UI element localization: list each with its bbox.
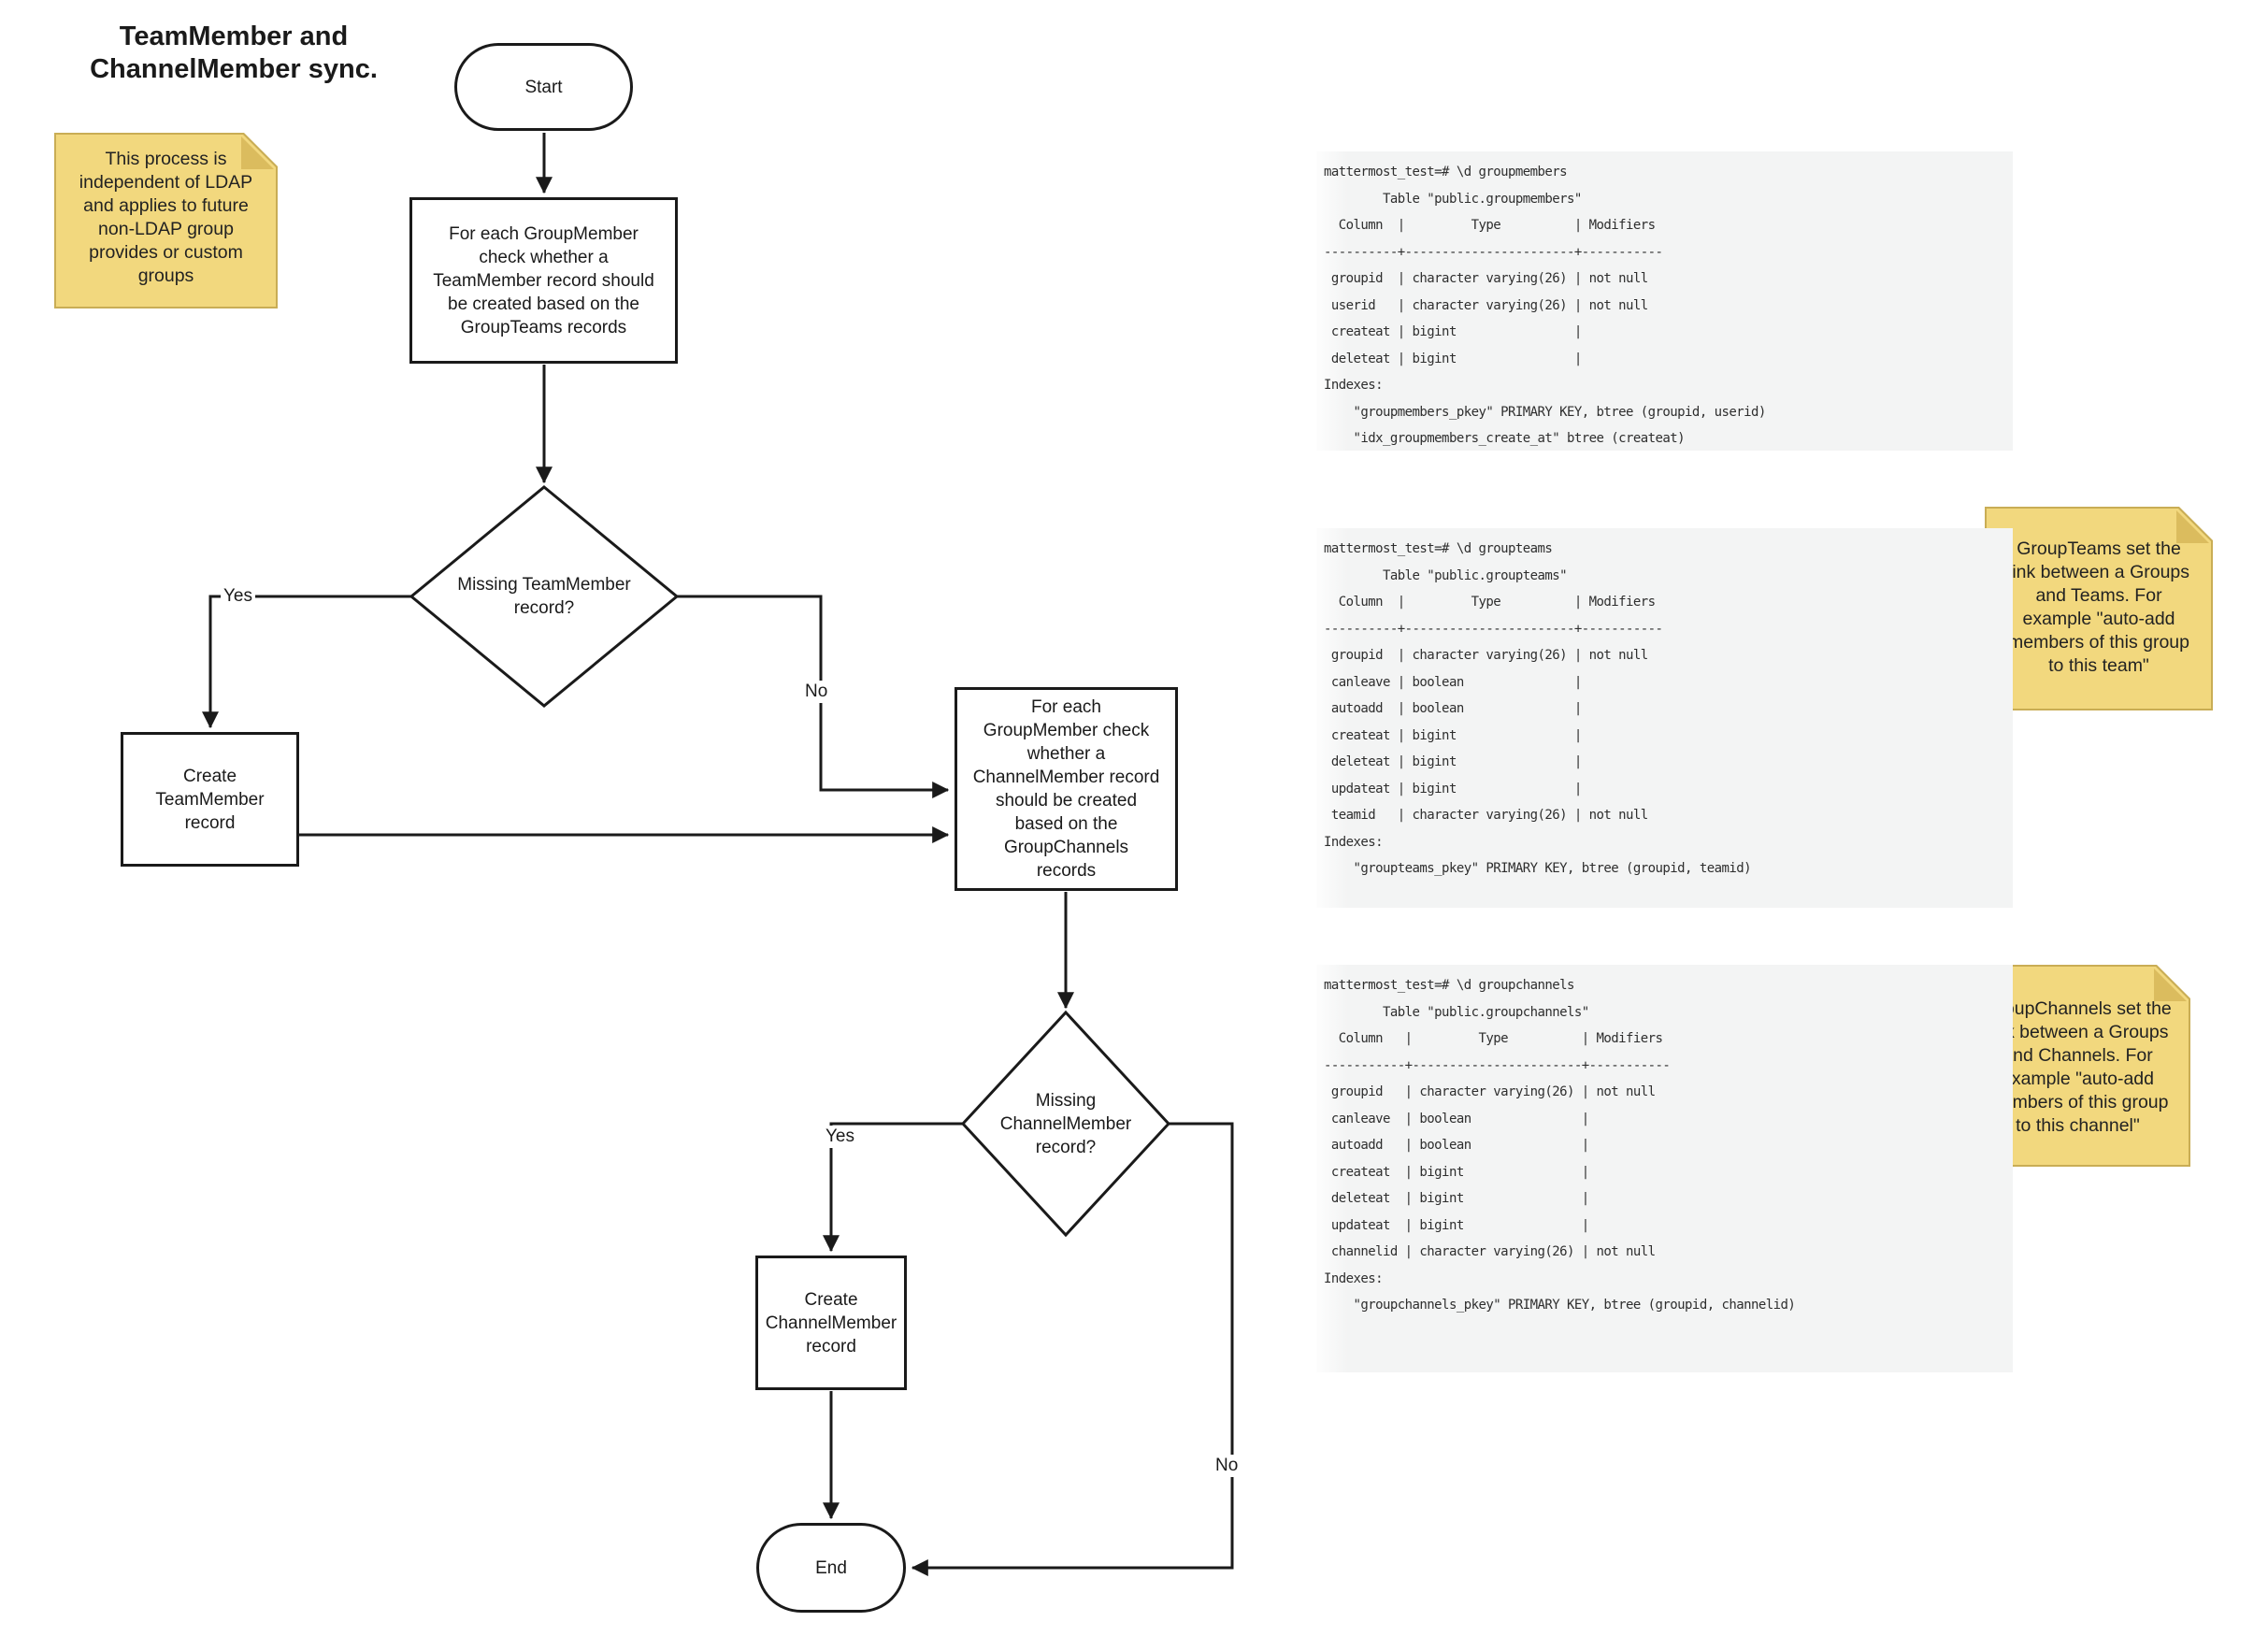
connector-decision2-no xyxy=(911,1122,1234,1576)
process-channelmember-node: For each GroupMember check whether a Cha… xyxy=(955,687,1178,891)
decision-channelmember-diamond xyxy=(960,1010,1171,1238)
sticky-note-ldap-text: This process is independent of LDAP and … xyxy=(79,149,253,286)
edge-label-yes-channelmember: Yes xyxy=(823,1126,857,1148)
diagram-title: TeamMember and ChannelMember sync. xyxy=(90,22,378,84)
sticky-note-groupteams-text: GroupTeams set the link between a Groups… xyxy=(2007,538,2190,676)
edge-label-no-teammember: No xyxy=(802,681,831,703)
terminal-groupteams-text: mattermost_test=# \d groupteams Table "p… xyxy=(1324,541,1752,876)
edge-label-yes-teammember: Yes xyxy=(221,585,255,608)
connector-decision2-yes xyxy=(823,1122,963,1253)
connector-decision1-yes xyxy=(202,595,411,729)
sticky-note-ldap: This process is independent of LDAP and … xyxy=(54,133,278,309)
process-teammember-node: For each GroupMember check whether a Tea… xyxy=(409,197,678,364)
end-node: End xyxy=(756,1523,906,1613)
terminal-groupteams: mattermost_test=# \d groupteams Table "p… xyxy=(1316,528,2013,908)
decision-channelmember-label: Missing ChannelMember record? xyxy=(999,1090,1132,1157)
decision-teammember-diamond xyxy=(409,485,680,708)
terminal-groupmembers: mattermost_test=# \d groupmembers Table … xyxy=(1316,151,2013,451)
terminal-groupmembers-text: mattermost_test=# \d groupmembers Table … xyxy=(1324,165,1766,446)
start-node: Start xyxy=(454,43,633,131)
edge-label-no-channelmember: No xyxy=(1213,1455,1242,1477)
decision-teammember-label: Missing TeamMember record? xyxy=(457,575,631,618)
terminal-groupchannels-text: mattermost_test=# \d groupchannels Table… xyxy=(1324,978,1796,1313)
create-channelmember-node: Create ChannelMember record xyxy=(755,1256,907,1390)
terminal-groupchannels: mattermost_test=# \d groupchannels Table… xyxy=(1316,965,2013,1372)
sticky-note-groupteams: GroupTeams set the link between a Groups… xyxy=(1985,507,2213,710)
sticky-note-groupchannels-text: GroupChannels set the link between a Gro… xyxy=(1984,998,2172,1136)
create-teammember-node: Create TeamMember record xyxy=(121,732,299,867)
